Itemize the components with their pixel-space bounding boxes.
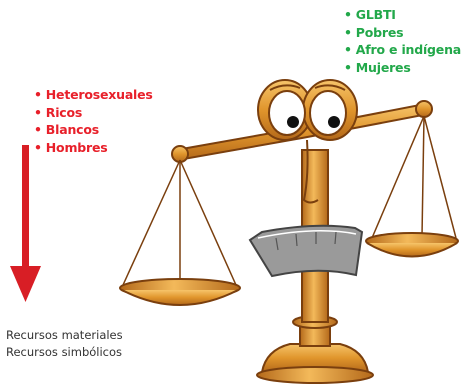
privileged-groups-list: Heterosexuales Ricos Blancos Hombres [34,86,153,156]
privileged-group-item: Ricos [34,104,153,122]
disadvantaged-group-item: Pobres [344,24,461,42]
disadvantaged-groups-list: GLBTI Pobres Afro e indígenas Mujeres [344,6,461,76]
privileged-group-item: Hombres [34,139,153,157]
disadvantaged-group-item: GLBTI [344,6,461,24]
disadvantaged-group-item: Mujeres [344,59,461,77]
material-resources-label: Recursos materiales [6,328,123,342]
disadvantaged-group-item: Afro e indígenas [344,41,461,59]
privileged-group-item: Heterosexuales [34,86,153,104]
symbolic-resources-label: Recursos simbólicos [6,345,122,359]
privileged-group-item: Blancos [34,121,153,139]
